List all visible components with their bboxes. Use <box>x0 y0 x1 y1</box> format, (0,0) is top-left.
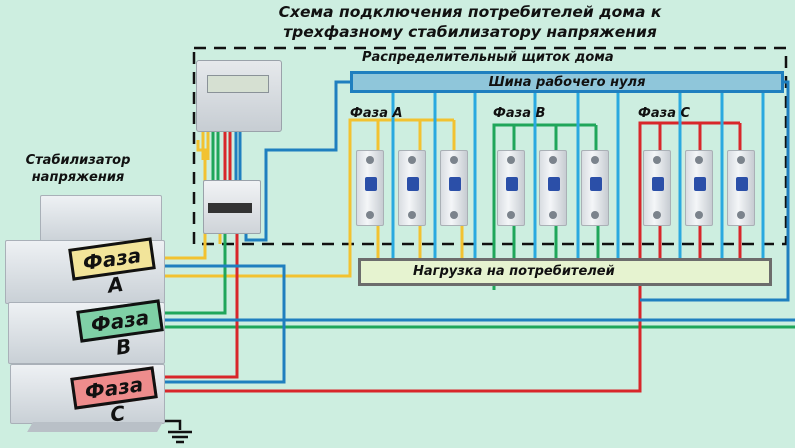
group-label-phase-c: Фаза C <box>638 106 691 121</box>
panel-boundary <box>192 46 788 246</box>
circuit-breaker <box>356 150 384 226</box>
terminal-bottom <box>737 211 745 219</box>
main-breaker <box>203 180 261 234</box>
terminal-bottom <box>450 211 458 219</box>
main-breaker-switches <box>208 203 252 213</box>
neutral-bus: Шина рабочего нуля <box>350 71 784 93</box>
load-block: Нагрузка на потребителей <box>358 258 772 286</box>
circuit-breaker <box>539 150 567 226</box>
terminal-bottom <box>549 211 557 219</box>
terminal-top <box>695 156 703 164</box>
terminal-top <box>366 156 374 164</box>
panel-label: Распределительный щиток дома <box>362 50 614 65</box>
phase-a-wires <box>160 118 464 278</box>
terminal-bottom <box>366 211 374 219</box>
neutral-wires <box>160 80 795 384</box>
terminal-top <box>507 156 515 164</box>
circuit-breaker <box>440 150 468 226</box>
terminal-top <box>653 156 661 164</box>
breaker-switch <box>736 177 748 191</box>
breaker-switch <box>590 177 602 191</box>
terminal-bottom <box>591 211 599 219</box>
breaker-switch <box>548 177 560 191</box>
neutral-branch-wires <box>391 93 765 262</box>
phase-c-wires <box>160 121 742 393</box>
breaker-switch <box>694 177 706 191</box>
diagram-title: Схема подключения потребителей дома к тр… <box>278 3 662 41</box>
circuit-breaker <box>497 150 525 226</box>
terminal-top <box>737 156 745 164</box>
terminal-bottom <box>408 211 416 219</box>
terminal-bottom <box>507 211 515 219</box>
breaker-switch <box>407 177 419 191</box>
terminal-top <box>591 156 599 164</box>
group-label-phase-b: Фаза B <box>493 106 546 121</box>
circuit-breaker <box>643 150 671 226</box>
breaker-switch <box>652 177 664 191</box>
breaker-switch <box>506 177 518 191</box>
circuit-breaker <box>581 150 609 226</box>
stabilizer-stand <box>27 422 163 432</box>
circuit-breaker <box>727 150 755 226</box>
phase-b-wires <box>160 123 795 329</box>
terminal-top <box>408 156 416 164</box>
group-label-phase-a: Фаза A <box>350 106 403 121</box>
terminal-bottom <box>695 211 703 219</box>
breaker-switch <box>449 177 461 191</box>
electric-meter <box>196 60 282 132</box>
breaker-switch <box>365 177 377 191</box>
stabilizer-label: Стабилизатор напряжения <box>25 153 131 185</box>
terminal-top <box>450 156 458 164</box>
terminal-top <box>549 156 557 164</box>
circuit-breaker <box>398 150 426 226</box>
meter-display <box>207 75 269 93</box>
terminal-bottom <box>653 211 661 219</box>
circuit-breaker <box>685 150 713 226</box>
ground-icon <box>165 419 192 444</box>
